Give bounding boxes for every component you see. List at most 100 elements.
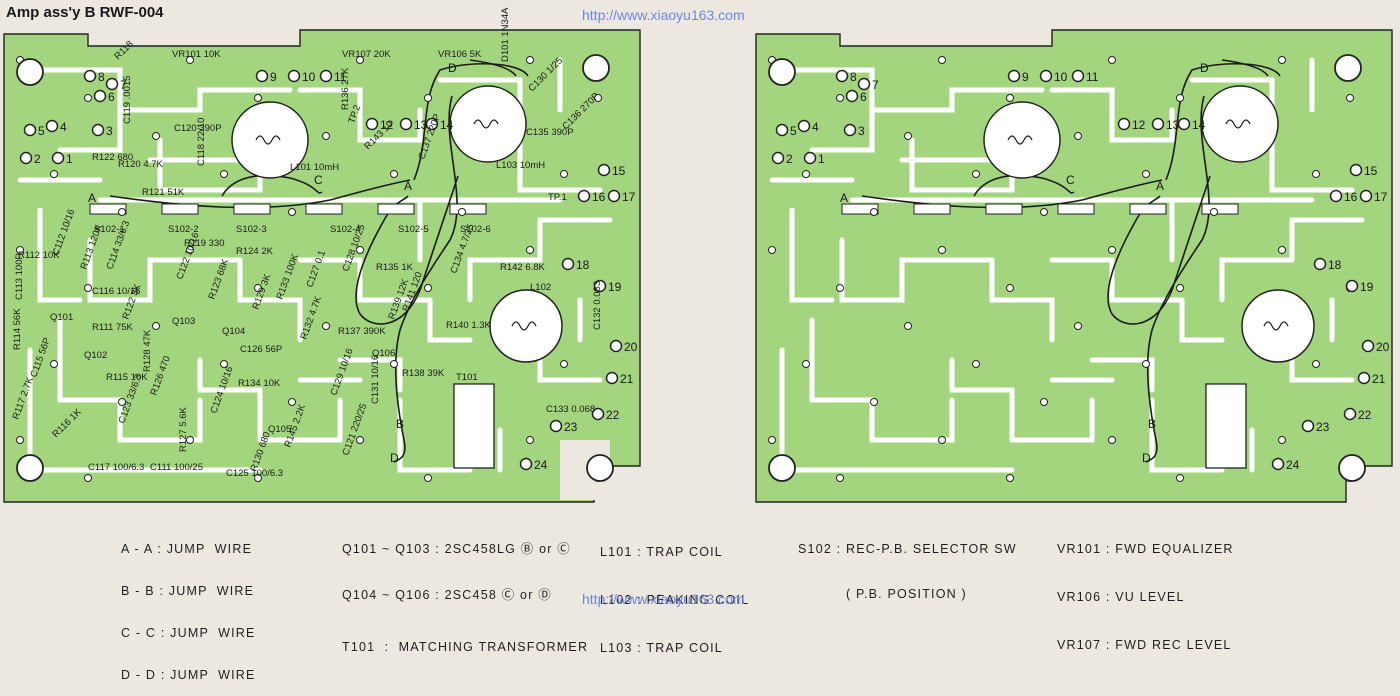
pin-3-pad xyxy=(843,123,857,137)
component-label: S102-6 xyxy=(460,224,491,235)
solder-pad xyxy=(1176,474,1184,482)
pin-7-pad xyxy=(857,77,871,91)
pin-11-pad xyxy=(1071,69,1085,83)
solder-pad xyxy=(84,474,92,482)
transistor-legend: Q101 ~ Q103 : 2SC458LG Ⓑ or Ⓒ Q104 ~ Q10… xyxy=(342,514,588,668)
copper-trace xyxy=(1149,397,1225,473)
copper-trace xyxy=(1179,297,1225,343)
pin-3-pad xyxy=(91,123,105,137)
switch-contact xyxy=(841,203,879,215)
solder-pad xyxy=(594,94,602,102)
solder-pad xyxy=(16,436,24,444)
jump-wire-trace xyxy=(1107,175,1211,325)
watermark-url-top: http://www.xiaoyu163.com xyxy=(582,7,745,23)
copper-trace xyxy=(1009,397,1095,443)
component-label: R134 10K xyxy=(238,378,281,389)
pin-2-pad xyxy=(771,151,785,165)
board-left-content xyxy=(17,57,613,473)
pin-17-pad xyxy=(607,189,621,203)
copper-trace xyxy=(779,67,1045,113)
pin-19-label: 19 xyxy=(1360,280,1374,294)
component-label: C132 0.033 xyxy=(592,281,603,330)
coil-l102: L102 : PEAKING COIL xyxy=(600,593,750,607)
copper-trace xyxy=(117,397,203,443)
solder-pad xyxy=(526,436,534,444)
solder-pad xyxy=(1142,170,1150,178)
copper-trace xyxy=(537,217,613,263)
solder-pad xyxy=(1278,56,1286,64)
pin-9-label: 9 xyxy=(270,70,277,84)
component-label: C118 22/10 xyxy=(196,118,207,166)
pin-18-label: 18 xyxy=(1328,258,1342,272)
solder-pad xyxy=(1006,284,1014,292)
pin-1-label: 1 xyxy=(818,152,825,166)
solder-pad xyxy=(1074,132,1082,140)
copper-trace xyxy=(197,357,263,443)
copper-trace xyxy=(27,67,293,113)
solder-pad xyxy=(938,246,946,254)
component-label: Q103 xyxy=(172,316,195,327)
pin-1-pad xyxy=(51,151,65,165)
solder-pad xyxy=(220,360,228,368)
copper-trace xyxy=(237,257,303,343)
coil-winding-icon xyxy=(473,119,499,129)
coil-l101: L101 : TRAP COIL xyxy=(600,545,723,559)
solder-pad xyxy=(152,322,160,330)
solder-pad xyxy=(84,284,92,292)
pin-3-label: 3 xyxy=(858,124,865,138)
solder-pad xyxy=(904,322,912,330)
solder-pad xyxy=(1278,246,1286,254)
pin-24-pad xyxy=(519,457,533,471)
solder-pad xyxy=(1210,208,1218,216)
copper-trace xyxy=(297,257,433,303)
copper-trace xyxy=(809,107,875,153)
jump-wire-trace xyxy=(355,175,459,325)
component-label: R121 51K xyxy=(142,187,185,198)
solder-pad xyxy=(802,170,810,178)
component-label: R111 75K xyxy=(92,322,134,333)
solder-pad xyxy=(254,94,262,102)
pin-8-label: 8 xyxy=(98,70,105,84)
pin-8-label: 8 xyxy=(850,70,857,84)
solder-pad xyxy=(356,56,364,64)
jump-point-c: C xyxy=(1066,173,1075,187)
solder-pad xyxy=(1176,284,1184,292)
pin-9-pad xyxy=(1007,69,1021,83)
pin-21-label: 21 xyxy=(620,372,634,386)
pin-2-label: 2 xyxy=(34,152,41,166)
jump-point-a: A xyxy=(840,191,848,205)
solder-pad xyxy=(254,474,262,482)
pin-12-label: 12 xyxy=(380,118,394,132)
solder-pad xyxy=(1142,360,1150,368)
pin-12-label: 12 xyxy=(1132,118,1146,132)
pin-11-label: 11 xyxy=(334,70,347,84)
pin-10-pad xyxy=(1039,69,1053,83)
pin-15-label: 15 xyxy=(612,164,626,178)
copper-trace xyxy=(869,397,955,443)
solder-pad xyxy=(50,360,58,368)
component-label: R135 1K xyxy=(376,262,414,273)
solder-pad xyxy=(836,94,844,102)
component-label: R127 5.6K xyxy=(178,406,189,452)
mounting-hole xyxy=(768,454,796,482)
pin-20-label: 20 xyxy=(624,340,638,354)
mounting-hole xyxy=(768,58,796,86)
mounting-hole xyxy=(16,58,44,86)
solder-pad xyxy=(938,56,946,64)
switch-contact xyxy=(913,203,951,215)
copper-trace xyxy=(257,397,343,443)
pin-14-pad xyxy=(1177,117,1191,131)
component-label: Q102 xyxy=(84,350,107,361)
coil-housing xyxy=(489,289,563,363)
switch-contact xyxy=(1129,203,1167,215)
pin-24-label: 24 xyxy=(534,458,548,472)
jump-wire-trace xyxy=(413,62,529,181)
solder-pad xyxy=(870,208,878,216)
pin-6-pad xyxy=(845,89,859,103)
jump-wire-trace xyxy=(469,59,517,77)
pin-23-pad xyxy=(549,419,563,433)
copper-trace xyxy=(839,237,995,303)
component-label: Q105 xyxy=(268,424,291,435)
pin-12-pad xyxy=(365,117,379,131)
solder-pad xyxy=(390,170,398,178)
